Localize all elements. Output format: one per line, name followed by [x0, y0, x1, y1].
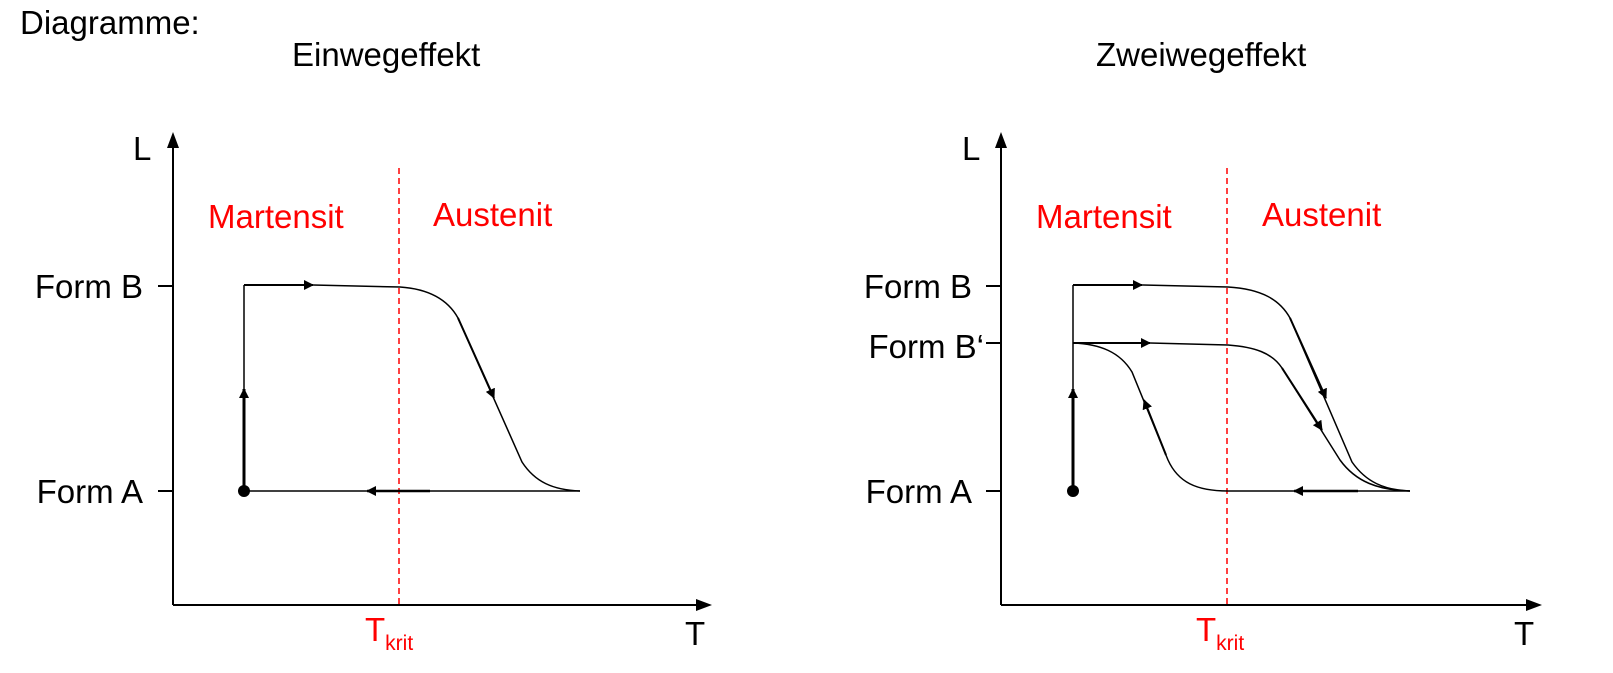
zweiweg-critical-main: T: [1196, 611, 1216, 648]
zweiweg-critical-label: Tkrit: [1196, 611, 1244, 655]
einweg-descent-arrow: [457, 317, 495, 399]
zweiweg-x-axis-label: T: [1514, 615, 1534, 652]
einweg-phase-austenit: Austenit: [433, 196, 552, 233]
einweg-critical-sub: krit: [385, 632, 413, 655]
zweiweg-critical-sub: krit: [1216, 632, 1244, 655]
zweiweg-outer-curve: [1073, 284, 1411, 492]
page-heading: Diagramme:: [20, 4, 200, 41]
zweiweg-tick-label-form-b: Form B: [864, 268, 972, 305]
einweg-y-axis-label: L: [133, 130, 151, 167]
einweg-phase-martensit: Martensit: [208, 198, 344, 235]
zweiweg-tick-label-form-a: Form A: [866, 473, 972, 510]
zweiweg-phase-martensit: Martensit: [1036, 198, 1172, 235]
einweg-critical-label: Tkrit: [365, 611, 413, 655]
einweg-diagram: L T Form B Form A Martensit Austenit Tkr…: [35, 130, 712, 655]
einweg-diagram-title: Einwegeffekt: [292, 36, 481, 73]
einweg-x-axis-label: T: [685, 615, 705, 652]
zweiweg-y-axis-arrowhead: [995, 132, 1007, 148]
einweg-y-axis-arrowhead: [167, 132, 179, 148]
einweg-tick-label-form-a: Form A: [37, 473, 143, 510]
zweiweg-cooling-curve: [1072, 342, 1410, 492]
zweiweg-outer-descent-arrow: [1289, 317, 1327, 399]
zweiweg-phase-austenit: Austenit: [1262, 196, 1381, 233]
einweg-tick-label-form-b: Form B: [35, 268, 143, 305]
zweiweg-inner-curve: [1073, 342, 1411, 492]
zweiweg-cooling-rise-arrow: [1142, 399, 1167, 456]
einweg-x-axis-arrowhead: [696, 599, 712, 611]
zweiweg-inner-descent-arrow: [1281, 367, 1323, 431]
zweiweg-x-axis-arrowhead: [1526, 599, 1542, 611]
einweg-transformation-curve: [244, 284, 581, 492]
zweiweg-diagram-title: Zweiwegeffekt: [1096, 36, 1307, 73]
zweiweg-tick-label-form-b-prime: Form B‘: [869, 328, 985, 365]
einweg-critical-main: T: [365, 611, 385, 648]
zweiweg-diagram: L T Form B Form B‘ Form A Martensit Aust…: [864, 130, 1542, 655]
zweiweg-y-axis-label: L: [962, 130, 980, 167]
